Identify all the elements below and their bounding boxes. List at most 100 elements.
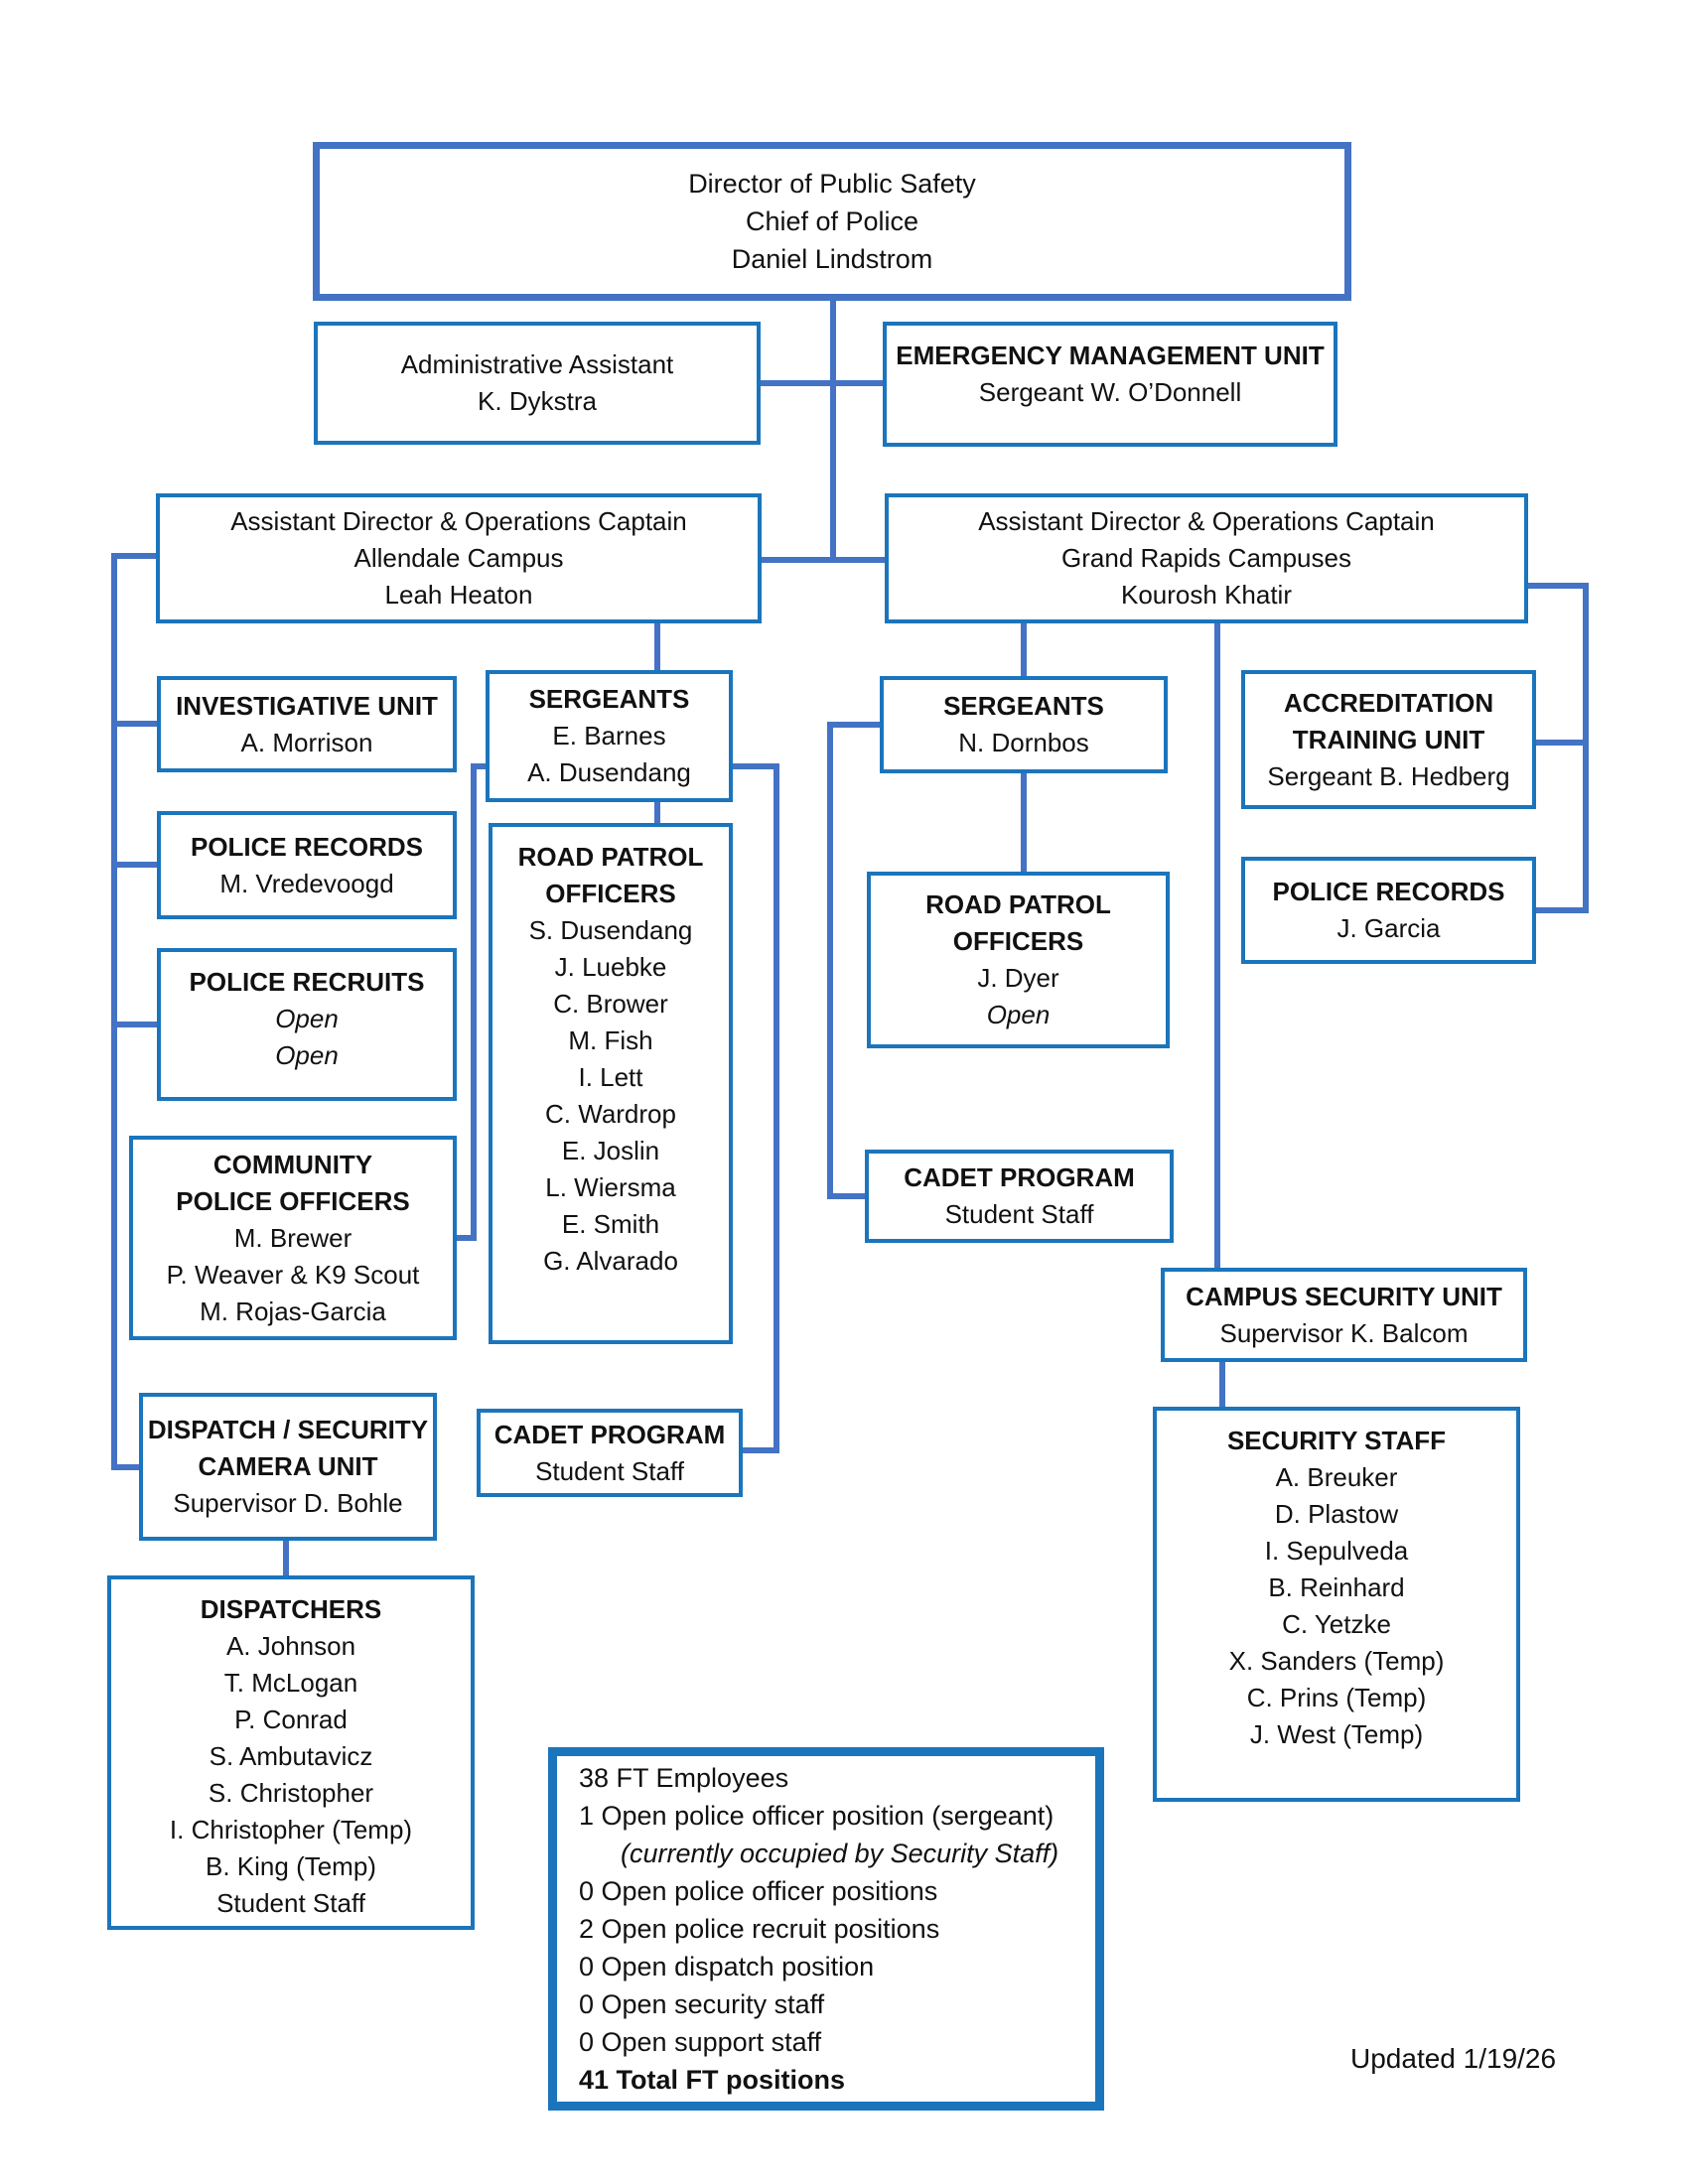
box-text-line: S. Dusendang xyxy=(528,915,693,945)
box-text-line: M. Brewer xyxy=(233,1222,352,1253)
box-text-line: POLICE OFFICERS xyxy=(176,1185,410,1216)
box-text-line: POLICE RECRUITS xyxy=(189,967,425,997)
box-text-line: 0 Open police officer positions xyxy=(579,1876,938,1906)
staffing-summary-box: 38 FT Employees 1 Open police officer pos… xyxy=(548,1747,1104,2111)
box-text-line: 0 Open dispatch position xyxy=(579,1952,875,1981)
box-text-line: Administrative Assistant xyxy=(400,349,674,379)
updated-date-label: Updated 1/19/26 xyxy=(1350,2043,1557,2074)
box-text-line: 41 Total FT positions xyxy=(579,2065,846,2095)
box-text-line: J. Luebke xyxy=(554,952,667,982)
connector-dusendang-to-cadet-a xyxy=(733,763,779,1453)
box-text-line: I. Christopher (Temp) xyxy=(169,1815,413,1844)
box-text-line: Sergeant B. Hedberg xyxy=(1267,760,1510,791)
box-text-line: E. Joslin xyxy=(561,1136,660,1165)
campus-security-unit-box: CAMPUS SECURITY UNIT Supervisor K. Balcom xyxy=(1161,1268,1527,1362)
box-text-line: C. Brower xyxy=(553,989,668,1019)
box-text-line: C. Wardrop xyxy=(545,1099,676,1129)
emergency-management-unit-box: EMERGENCY MANAGEMENT UNIT Sergeant W. O’D… xyxy=(883,322,1337,447)
box-text-line: S. Ambutavicz xyxy=(209,1741,373,1771)
box-text-line: M. Fish xyxy=(568,1025,653,1055)
box-text-line: 2 Open police recruit positions xyxy=(579,1914,940,1944)
community-police-officers-box: COMMUNITY POLICE OFFICERS M. Brewer P. Weav… xyxy=(129,1136,457,1340)
box-text-line: ACCREDITATION xyxy=(1283,687,1494,718)
box-text-line: M. Vredevoogd xyxy=(219,868,394,898)
box-text-line: Student Staff xyxy=(216,1888,365,1918)
box-text-line: I. Sepulveda xyxy=(1264,1536,1409,1566)
box-text-line: Leah Heaton xyxy=(384,580,533,610)
cadet-program-grand-rapids-box: CADET PROGRAM Student Staff xyxy=(865,1150,1174,1243)
box-text-line: G. Alvarado xyxy=(543,1246,678,1276)
cadet-program-allendale-box: CADET PROGRAM Student Staff xyxy=(477,1409,743,1497)
box-text-line: Daniel Lindstrom xyxy=(731,244,933,274)
box-text-line: S. Christopher xyxy=(208,1778,374,1808)
box-text-line: M. Rojas-Garcia xyxy=(200,1296,386,1326)
box-text-line: C. Prins (Temp) xyxy=(1246,1683,1427,1712)
box-text-line: COMMUNITY xyxy=(212,1149,373,1179)
box-text-line: Grand Rapids Campuses xyxy=(1061,543,1351,573)
box-text-line: 0 Open security staff xyxy=(579,1989,825,2019)
box-text-line: 0 Open support staff xyxy=(579,2027,822,2057)
box-text-line: Student Staff xyxy=(535,1455,684,1486)
box-text-line: 38 FT Employees xyxy=(579,1763,789,1793)
box-text-line: Director of Public Safety xyxy=(688,169,976,199)
box-text-line: Allendale Campus xyxy=(353,543,564,573)
box-text-line: A. Morrison xyxy=(240,727,373,757)
box-text-line: Kourosh Khatir xyxy=(1121,580,1292,610)
box-text-line: T. McLogan xyxy=(223,1668,358,1698)
box-text-line: L. Wiersma xyxy=(545,1172,676,1202)
box-text-line: OFFICERS xyxy=(952,926,1084,956)
box-text-line: TRAINING UNIT xyxy=(1292,724,1485,754)
box-text-line: P. Weaver & K9 Scout xyxy=(166,1259,420,1290)
box-text-line: CAMPUS SECURITY UNIT xyxy=(1186,1281,1502,1311)
box-text-line: Open xyxy=(275,1040,339,1070)
box-text-line: J. Garcia xyxy=(1336,913,1441,943)
box-text-line: Open xyxy=(275,1004,339,1033)
box-text-line: K. Dykstra xyxy=(478,386,597,416)
box-text-line: SERGEANTS xyxy=(943,691,1104,721)
box-text-line: A. Johnson xyxy=(225,1631,356,1661)
box-text-line: B. King (Temp) xyxy=(206,1851,376,1881)
box-text-line: DISPATCH / SECURITY xyxy=(147,1415,429,1444)
box-text-line: I. Lett xyxy=(578,1062,643,1092)
box-text-line: B. Reinhard xyxy=(1268,1572,1405,1602)
box-text-line: POLICE RECORDS xyxy=(1272,877,1505,906)
box-text-line: CADET PROGRAM xyxy=(904,1162,1135,1192)
box-text-line: CADET PROGRAM xyxy=(493,1419,726,1449)
box-text-line: CAMERA UNIT xyxy=(198,1451,378,1481)
box-text-line: Open xyxy=(986,1000,1051,1029)
box-text-line: DISPATCHERS xyxy=(200,1594,382,1624)
box-text-line: Supervisor K. Balcom xyxy=(1219,1317,1469,1348)
box-text-line: ROAD PATROL xyxy=(517,842,704,872)
box-text-line: D. Plastow xyxy=(1274,1499,1399,1529)
sergeants-grand-rapids-box: SERGEANTS N. Dornbos xyxy=(880,676,1168,773)
box-text-line: N. Dornbos xyxy=(958,728,1089,757)
box-text-line: Student Staff xyxy=(944,1199,1094,1229)
box-text-line: ROAD PATROL xyxy=(925,889,1111,919)
box-text-line: A. Breuker xyxy=(1275,1462,1398,1492)
box-text-line: Chief of Police xyxy=(745,206,919,236)
box-text-line: Sergeant W. O’Donnell xyxy=(978,377,1242,407)
box-text-line: SERGEANTS xyxy=(528,684,690,714)
connector-dusendang-to-community xyxy=(457,763,486,1241)
box-text-line: OFFICERS xyxy=(545,879,676,908)
box-text-line: EMERGENCY MANAGEMENT UNIT xyxy=(896,341,1325,370)
box-text-line: P. Conrad xyxy=(234,1705,348,1734)
box-text-line: X. Sanders (Temp) xyxy=(1228,1646,1445,1676)
box-text-line: J. West (Temp) xyxy=(1249,1719,1424,1749)
administrative-assistant-box: Administrative Assistant K. Dykstra xyxy=(314,322,761,445)
box-text-line: C. Yetzke xyxy=(1282,1609,1391,1639)
box-text-line: Assistant Director & Operations Captain xyxy=(978,506,1435,536)
box-text-line: 1 Open police officer position (sergeant… xyxy=(579,1801,1055,1831)
police-records-grand-rapids-box: POLICE RECORDS J. Garcia xyxy=(1241,857,1536,964)
